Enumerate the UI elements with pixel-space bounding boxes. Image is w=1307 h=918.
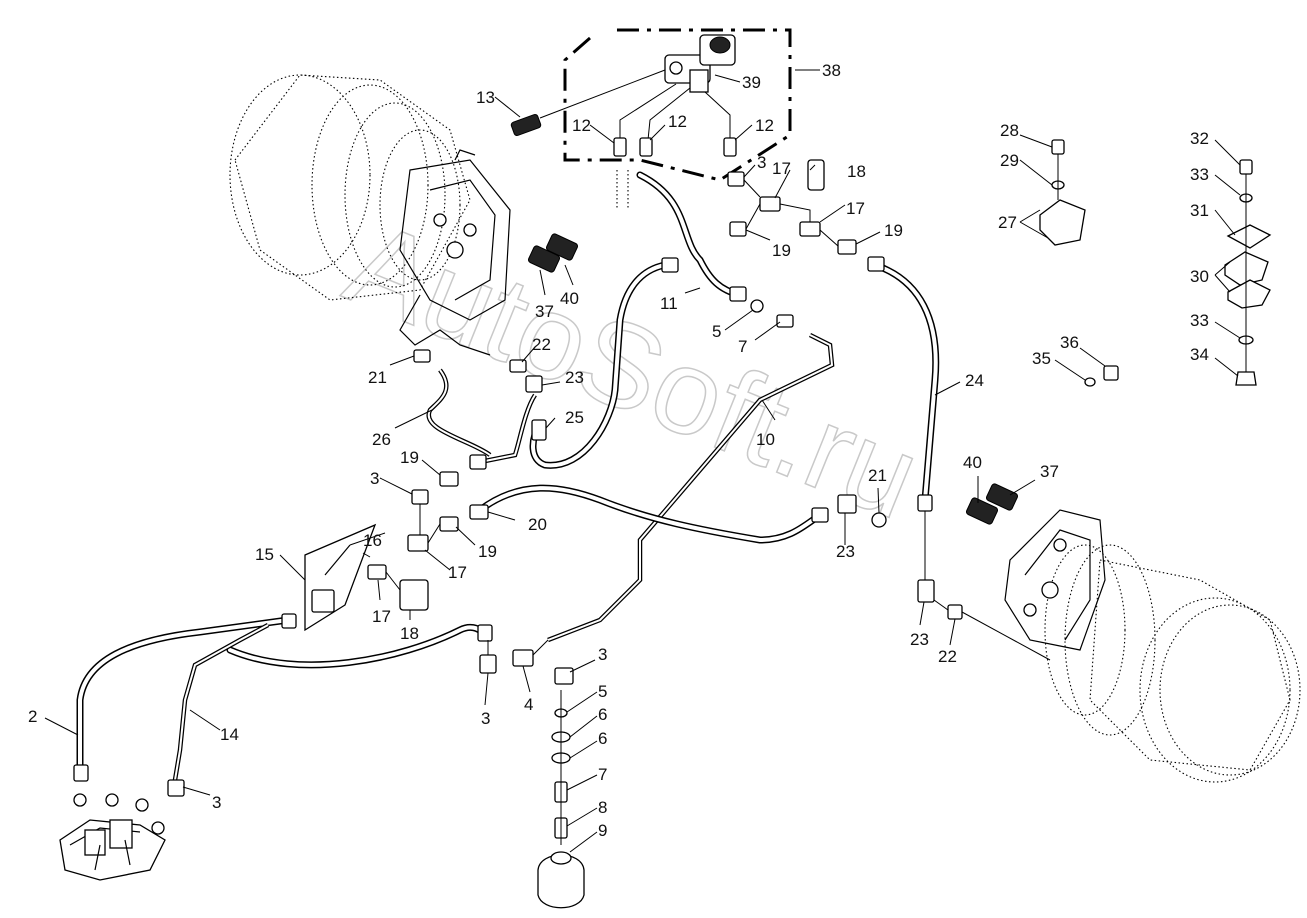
- callout-26: 26: [372, 430, 391, 449]
- elbow-23-lower: [917, 579, 935, 603]
- lower-left-valve-block: [59, 793, 166, 881]
- callout-3: 3: [757, 153, 766, 172]
- callout-labels: 2 3 3 3 3 3 4 5 5 6 6 7 7 8 9 10 11 12 1…: [28, 61, 1209, 840]
- sensors-37-40: [527, 233, 1019, 525]
- leader-lines: [44, 69, 1241, 853]
- group-38-boundary: [563, 28, 792, 182]
- pilot-lines: [619, 83, 731, 141]
- callout-19: 19: [400, 448, 419, 467]
- callout-7: 7: [738, 337, 747, 356]
- hose-24: [867, 256, 940, 580]
- hose-11: [529, 171, 747, 469]
- callout-17: 17: [846, 199, 865, 218]
- callout-29: 29: [1000, 151, 1019, 170]
- callout-13: 13: [476, 88, 495, 107]
- callout-27: 27: [998, 213, 1017, 232]
- callout-23: 23: [836, 542, 855, 561]
- callout-6: 6: [598, 705, 607, 724]
- callout-12: 12: [668, 112, 687, 131]
- callout-18: 18: [847, 162, 866, 181]
- washer-35: [1084, 377, 1096, 387]
- callout-34: 34: [1190, 345, 1209, 364]
- callout-40: 40: [560, 289, 579, 308]
- callout-22: 22: [938, 647, 957, 666]
- callout-38: 38: [822, 61, 841, 80]
- callout-16: 16: [363, 531, 382, 550]
- callout-8: 8: [598, 798, 607, 817]
- callout-3: 3: [481, 709, 490, 728]
- callout-19: 19: [772, 241, 791, 260]
- callout-37: 37: [535, 302, 554, 321]
- callout-23: 23: [910, 630, 929, 649]
- callout-14: 14: [220, 725, 239, 744]
- callout-6: 6: [598, 729, 607, 748]
- callout-35: 35: [1032, 349, 1051, 368]
- callout-36: 36: [1060, 333, 1079, 352]
- washer-5-upper: [750, 299, 764, 313]
- callout-3: 3: [370, 469, 379, 488]
- callout-39: 39: [742, 73, 761, 92]
- callout-17: 17: [772, 159, 791, 178]
- adapter-7-upper: [776, 314, 794, 328]
- nut-36: [1103, 365, 1119, 381]
- callout-17: 17: [372, 607, 391, 626]
- callout-40: 40: [963, 453, 982, 472]
- callout-18: 18: [400, 624, 419, 643]
- callout-5: 5: [598, 682, 607, 701]
- brake-valve-39: [664, 34, 736, 93]
- callout-17: 17: [448, 563, 467, 582]
- callout-3: 3: [212, 793, 221, 812]
- callout-15: 15: [255, 545, 274, 564]
- callout-23: 23: [565, 368, 584, 387]
- callout-21: 21: [368, 368, 387, 387]
- pipe-10: [547, 332, 835, 643]
- fittings-12: [613, 137, 737, 210]
- callout-3: 3: [598, 645, 607, 664]
- callout-9: 9: [598, 821, 607, 840]
- accumulator-stack: [479, 639, 585, 909]
- callout-11: 11: [660, 294, 678, 313]
- bracket-15: [304, 523, 377, 632]
- link-lower-right: [933, 599, 1051, 661]
- clamp-30-34: [1224, 159, 1272, 386]
- callout-19: 19: [884, 221, 903, 240]
- callout-12: 12: [755, 116, 774, 135]
- callout-20: 20: [528, 515, 547, 534]
- callout-24: 24: [965, 371, 984, 390]
- callout-37: 37: [1040, 462, 1059, 481]
- callout-2: 2: [28, 707, 37, 726]
- tee-fittings-right: [727, 159, 857, 255]
- callout-28: 28: [1000, 121, 1019, 140]
- hose-2: [73, 613, 493, 782]
- callout-19: 19: [478, 542, 497, 561]
- fitting-22-lower: [947, 604, 963, 620]
- callout-33: 33: [1190, 165, 1209, 184]
- callout-4: 4: [524, 695, 533, 714]
- callout-21: 21: [868, 466, 887, 485]
- callout-5: 5: [712, 322, 721, 341]
- hose-20: [469, 484, 887, 544]
- callout-10: 10: [756, 430, 775, 449]
- callout-22: 22: [532, 335, 551, 354]
- upper-left-travel-motor: [229, 74, 511, 321]
- callout-25: 25: [565, 408, 584, 427]
- callout-7: 7: [598, 765, 607, 784]
- callout-32: 32: [1190, 129, 1209, 148]
- pipe-14: [167, 623, 270, 797]
- callout-12: 12: [572, 116, 591, 135]
- pressure-sensor-13: [510, 113, 542, 137]
- lower-right-travel-motor: [1004, 509, 1301, 783]
- callout-33: 33: [1190, 311, 1209, 330]
- callout-31: 31: [1190, 201, 1209, 220]
- callout-30: 30: [1190, 267, 1209, 286]
- tube-26-group: [399, 294, 547, 470]
- left-tee-fittings: [367, 471, 459, 611]
- clamp-27: [1039, 139, 1086, 246]
